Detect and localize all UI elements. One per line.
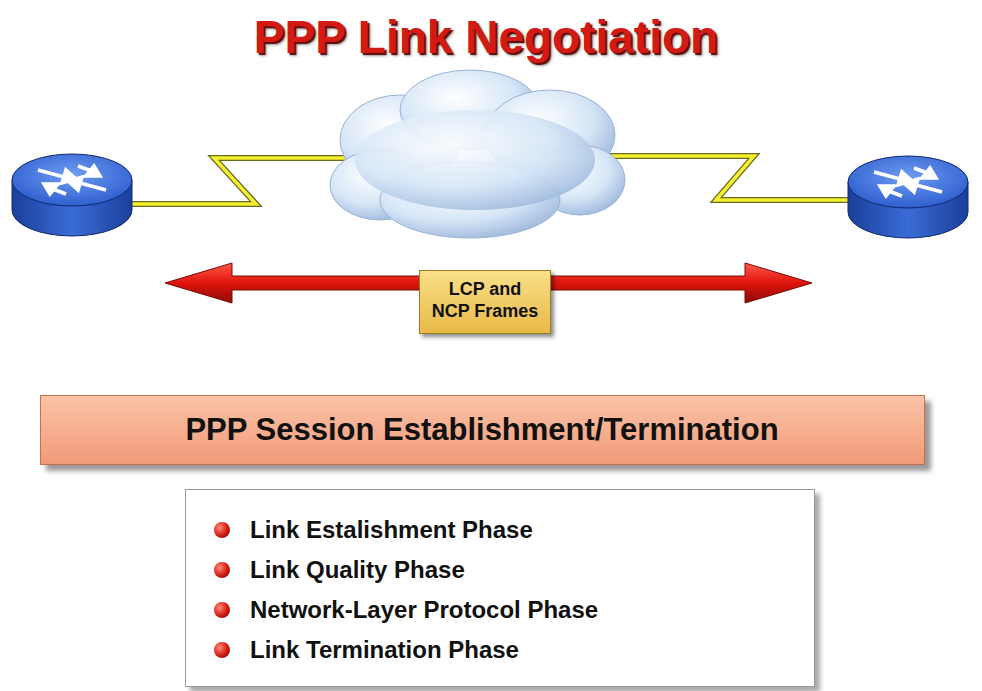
phase-item: Network-Layer Protocol Phase bbox=[214, 590, 784, 630]
phase-item: Link Quality Phase bbox=[214, 550, 784, 590]
phase-label: Link Estalishment Phase bbox=[250, 516, 533, 544]
bullet-dot bbox=[214, 522, 230, 538]
phase-label: Link Termination Phase bbox=[250, 636, 519, 664]
phase-label: Link Quality Phase bbox=[250, 556, 465, 584]
bullet-dot bbox=[214, 562, 230, 578]
bullet-dot bbox=[214, 602, 230, 618]
phase-label: Network-Layer Protocol Phase bbox=[250, 596, 598, 624]
phase-item: Link Estalishment Phase bbox=[214, 510, 784, 550]
phase-item: Link Termination Phase bbox=[214, 630, 784, 670]
session-band: PPP Session Establishment/Termination bbox=[40, 395, 925, 465]
phase-list-box: Link Estalishment PhaseLink Quality Phas… bbox=[185, 489, 815, 687]
band-heading: PPP Session Establishment/Termination bbox=[185, 412, 778, 448]
diagram-title: PPP Link Negotiation bbox=[254, 10, 718, 64]
bullet-dot bbox=[214, 642, 230, 658]
box-label: LCP and NCP Frames bbox=[430, 279, 540, 322]
frame-box: LCP and NCP Frames bbox=[419, 270, 551, 334]
